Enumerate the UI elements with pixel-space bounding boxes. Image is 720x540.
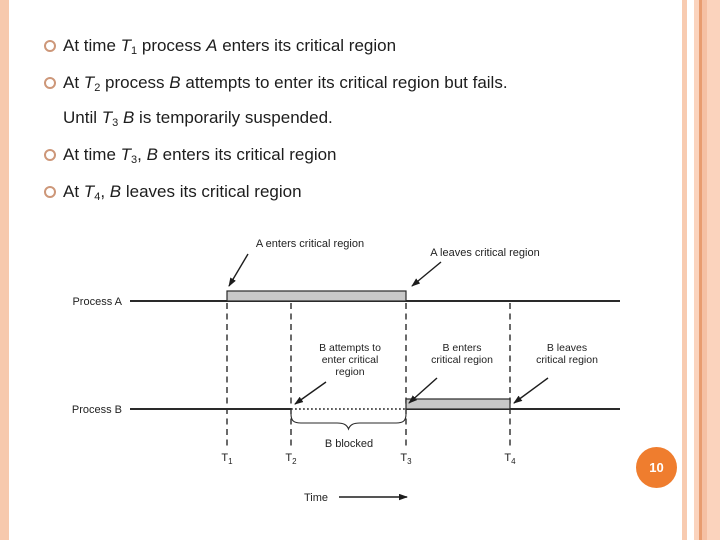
bullet-text-4: At T4, B leaves its critical region <box>63 182 302 203</box>
b-blocked-label: B blocked <box>325 438 373 450</box>
bullet-list: At time T1 process A enters its critical… <box>44 31 652 214</box>
time-tick-labels: T1 T2 T3 T4 <box>221 452 516 466</box>
svg-text:B leaves: B leaves <box>547 342 587 354</box>
b-leaves-label: B leaves critical region <box>536 342 598 366</box>
time-axis-label: Time <box>304 492 328 504</box>
svg-text:B enters: B enters <box>442 342 481 354</box>
a-enters-label: A enters critical region <box>256 238 364 250</box>
page-number: 10 <box>649 460 664 475</box>
bullet-text-3: At time T3, B enters its critical region <box>63 145 337 166</box>
svg-text:critical region: critical region <box>536 354 598 366</box>
process-b-critical-bar <box>405 398 511 410</box>
left-accent-stripe <box>0 0 9 540</box>
bullet-ring-icon <box>44 149 56 161</box>
b-blocked-brace <box>290 413 407 431</box>
svg-text:critical region: critical region <box>431 354 493 366</box>
bullet-ring-icon <box>44 186 56 198</box>
page-number-badge: 10 <box>636 447 677 488</box>
tick-t4: T4 <box>504 452 516 466</box>
bullet-ring-icon <box>44 77 56 89</box>
tick-t3: T3 <box>400 452 412 466</box>
bullet-text-2: At T2 process B attempts to enter its cr… <box>63 73 508 129</box>
bullet-text-1: At time T1 process A enters its critical… <box>63 36 397 57</box>
right-accent-stripe-thin <box>682 0 687 540</box>
svg-text:region: region <box>335 366 364 378</box>
dashed-time-lines <box>226 303 511 448</box>
right-accent-stripe-band <box>694 0 720 540</box>
process-a-critical-bar <box>226 290 407 302</box>
a-leaves-label: A leaves critical region <box>430 247 539 259</box>
process-b-label: Process B <box>72 404 122 416</box>
tick-t1: T1 <box>221 452 233 466</box>
bullet-item-2: At T2 process B attempts to enter its cr… <box>44 68 652 138</box>
timing-diagram: Process A Process B A enters critical re… <box>72 238 620 504</box>
bullet-item-1: At time T1 process A enters its critical… <box>44 31 652 66</box>
annotation-arrows <box>228 253 549 405</box>
bullet-item-4: At T4, B leaves its critical region <box>44 177 652 212</box>
svg-text:enter critical: enter critical <box>322 354 379 366</box>
svg-text:B attempts to: B attempts to <box>319 342 381 354</box>
b-attempts-label: B attempts to enter critical region <box>319 342 381 378</box>
bullet-item-3: At time T3, B enters its critical region <box>44 140 652 175</box>
process-a-label: Process A <box>72 296 122 308</box>
bullet-ring-icon <box>44 40 56 52</box>
tick-t2: T2 <box>285 452 297 466</box>
b-enters-label: B enters critical region <box>431 342 493 366</box>
